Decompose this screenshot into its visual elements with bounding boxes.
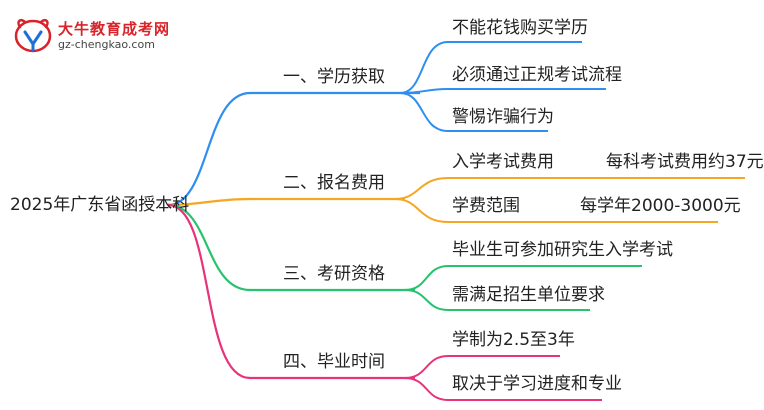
leaf-label: 不能花钱购买学历 (452, 18, 588, 38)
connector-leaf-1-2 (399, 88, 606, 94)
branch-label: 四、毕业时间 (283, 352, 385, 372)
leaf-label: 学制为2.5至3年 (452, 330, 575, 350)
branch-label: 二、报名费用 (283, 173, 385, 193)
branch-label: 三、考研资格 (283, 264, 385, 284)
leaf-label: 毕业生可参加研究生入学考试 (452, 240, 673, 260)
connector-leaf-3-2 (404, 289, 590, 311)
connector-branch-1 (167, 91, 420, 207)
connector-leaf-4-1 (404, 355, 560, 379)
connector-leaf-1-3 (399, 92, 548, 132)
bull-logo-icon (14, 18, 52, 53)
connector-leaf-2-2 (394, 198, 718, 223)
root-topic: 2025年广东省函授本科 (10, 195, 190, 215)
connector-leaf-2-1 (394, 177, 745, 200)
brand-name: 大牛教育成考网 (58, 20, 171, 38)
brand-logo: 大牛教育成考网 gz-chengkao.com (12, 14, 169, 56)
branch-label: 一、学历获取 (283, 67, 385, 87)
connector-branch-3 (167, 203, 415, 292)
connector-branch-4 (167, 203, 415, 380)
connector-branch-2 (167, 197, 405, 207)
leaf-label: 必须通过正规考试流程 (452, 65, 622, 85)
leaf-label: 需满足招生单位要求 (452, 285, 605, 305)
leaf-label: 入学考试费用 (452, 152, 554, 172)
connector-leaf-4-2 (404, 377, 602, 401)
leaf-label: 取决于学习进度和专业 (452, 374, 622, 394)
leaf-label: 学费范围 (452, 196, 520, 216)
leaf-note: 每科考试费用约37元 (606, 152, 764, 172)
leaf-label: 警惕诈骗行为 (452, 107, 554, 127)
leaf-note: 每学年2000-3000元 (580, 196, 741, 216)
brand-url: gz-chengkao.com (58, 38, 155, 51)
connector-leaf-3-1 (404, 265, 642, 291)
connector-leaf-1-1 (399, 41, 582, 94)
